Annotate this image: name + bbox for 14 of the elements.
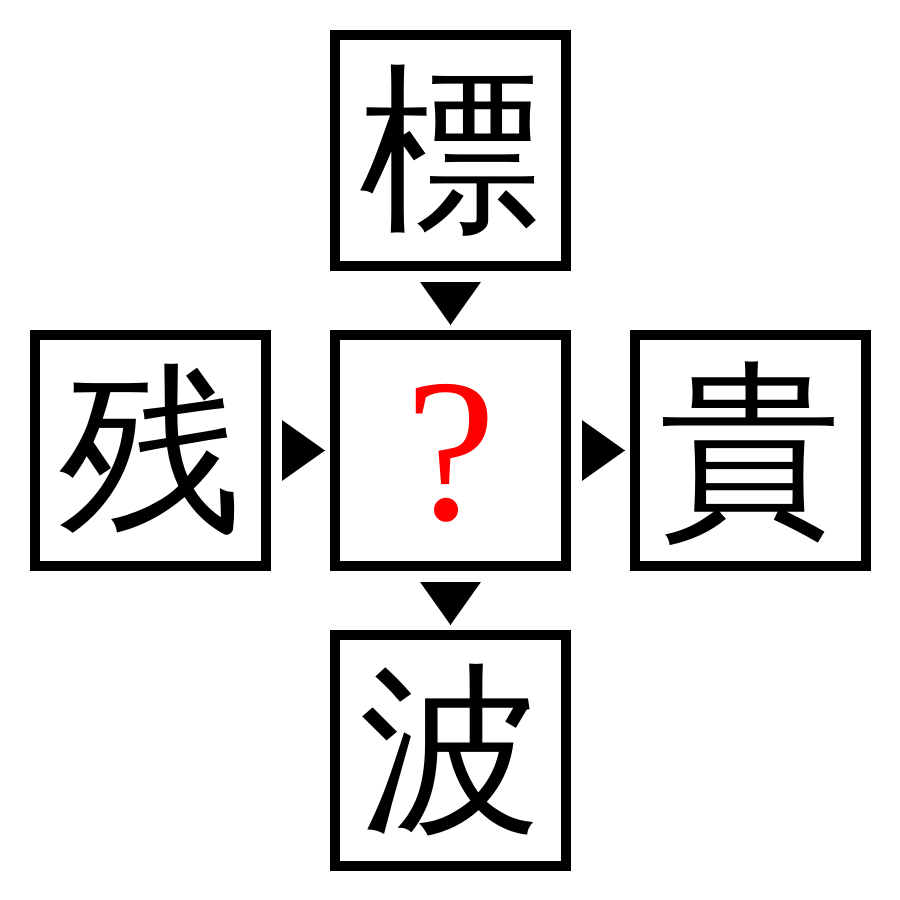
kanji-character: 貴 bbox=[658, 346, 842, 554]
character-box bbox=[30, 330, 271, 571]
kanji-character: 波 bbox=[358, 646, 542, 854]
arrow bbox=[582, 420, 626, 481]
character-box bbox=[330, 630, 571, 871]
kanji-character: 標 bbox=[358, 46, 542, 254]
arrow bbox=[420, 282, 481, 326]
character-box bbox=[330, 330, 571, 571]
kanji-character: 残 bbox=[58, 346, 242, 554]
question-mark: ? bbox=[404, 348, 497, 552]
character-box bbox=[330, 30, 571, 271]
character-box bbox=[630, 330, 871, 571]
arrow bbox=[282, 420, 326, 481]
arrow bbox=[420, 582, 481, 626]
